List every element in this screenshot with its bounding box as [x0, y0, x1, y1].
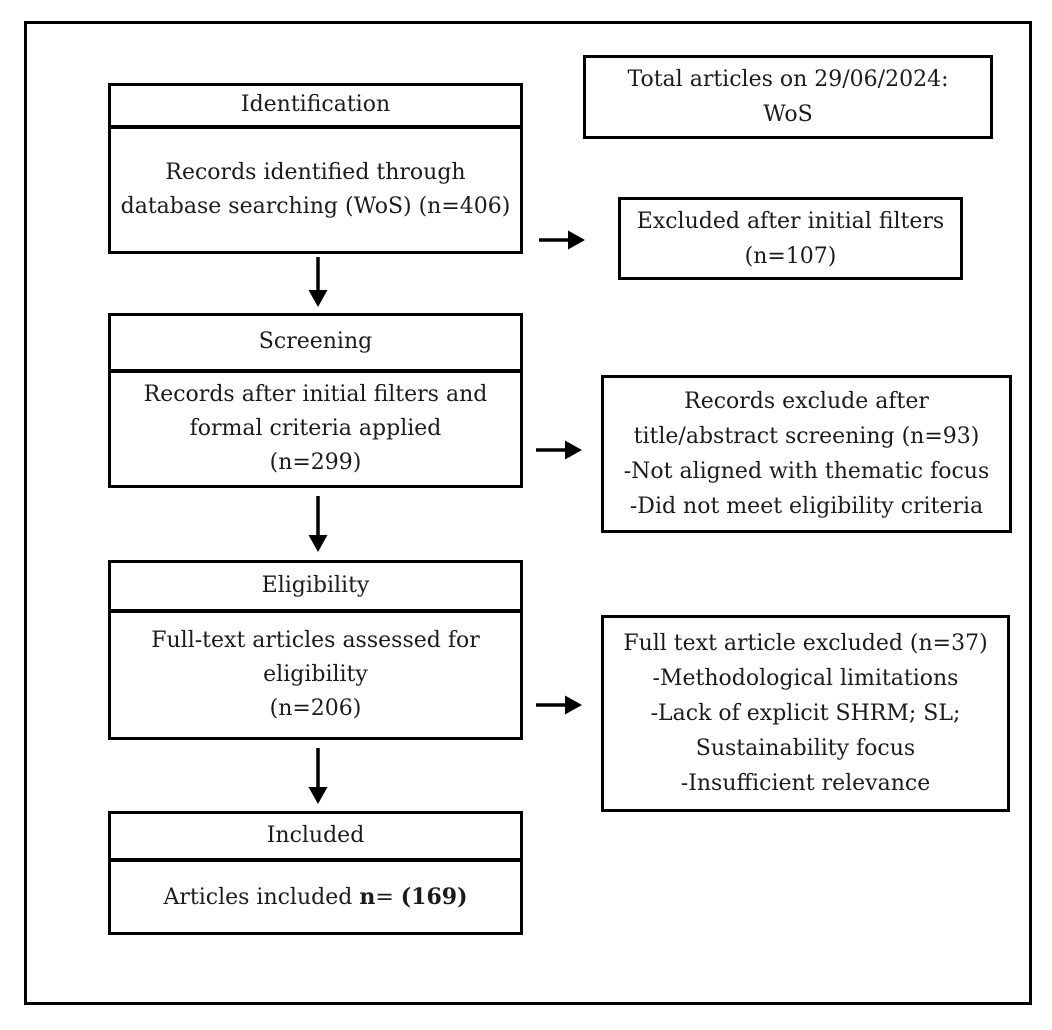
identification-box: Identification Records identified throug…: [108, 83, 523, 254]
eligibility-header-label: Eligibility: [261, 572, 370, 598]
included-text: Articles included: [163, 884, 360, 910]
text-line: -Lack of explicit SHRM; SL;: [650, 701, 961, 726]
right-arrow-icon: [539, 230, 585, 250]
eligibility-header: Eligibility: [111, 563, 520, 613]
down-arrow-icon: [308, 748, 328, 804]
text-line: -Did not meet eligibility criteria: [629, 494, 984, 519]
identification-header: Identification: [111, 86, 520, 129]
text-line: -Insufficient relevance: [680, 771, 931, 796]
screening-header: Screening: [111, 316, 520, 373]
text-line: Sustainability focus: [695, 736, 916, 761]
excluded-title-abstract-box: Records exclude after title/abstract scr…: [601, 375, 1012, 533]
included-box: Included Articles included n= (169): [108, 811, 523, 935]
text-line: Records exclude after: [684, 389, 929, 414]
text-line: Excluded after initial filters: [636, 208, 945, 234]
text-line: Full text article excluded (n=37): [623, 631, 988, 656]
text-line: Full-text articles assessed for: [151, 628, 480, 653]
identification-header-label: Identification: [240, 92, 391, 118]
total-articles-box: Total articles on 29/06/2024: WoS: [583, 55, 993, 139]
text-line: eligibility: [263, 662, 368, 687]
text-line: WoS: [763, 102, 813, 127]
text-line: -Not aligned with thematic focus: [623, 459, 990, 484]
right-arrow-icon: [536, 440, 582, 460]
eligibility-box: Eligibility Full-text articles assessed …: [108, 560, 523, 740]
eligibility-body: Full-text articles assessed for eligibil…: [111, 613, 520, 737]
text-line: -Methodological limitations: [652, 666, 959, 691]
text-line: (n=206): [269, 696, 362, 721]
identification-body: Records identified through database sear…: [111, 129, 520, 250]
excluded-full-text-box: Full text article excluded (n=37) -Metho…: [601, 615, 1010, 812]
right-arrow-icon: [536, 695, 582, 715]
included-equals: =: [375, 884, 401, 910]
text-line: formal criteria applied: [189, 416, 442, 441]
text-line: (n=107): [744, 243, 837, 269]
excluded-initial-filters-box: Excluded after initial filters (n=107): [618, 197, 963, 280]
included-count-value: (169): [400, 883, 468, 910]
included-body: Articles included n= (169): [111, 862, 520, 932]
text-line: Total articles on 29/06/2024:: [627, 67, 949, 92]
text-line: title/abstract screening (n=93): [633, 424, 980, 449]
down-arrow-icon: [308, 257, 328, 307]
screening-box: Screening Records after initial filters …: [108, 313, 523, 488]
screening-body: Records after initial filters and formal…: [111, 373, 520, 485]
included-header-label: Included: [266, 822, 365, 848]
text-line: Records after initial filters and: [143, 382, 488, 407]
text-line: Records identified through: [165, 159, 466, 185]
text-line: database searching (WoS) (n=406): [120, 193, 511, 219]
text-line: (n=299): [269, 450, 362, 475]
included-count-line: Articles included n= (169): [163, 880, 467, 915]
included-n-label: n: [359, 883, 376, 910]
included-header: Included: [111, 814, 520, 862]
down-arrow-icon: [308, 496, 328, 552]
screening-header-label: Screening: [258, 329, 373, 355]
